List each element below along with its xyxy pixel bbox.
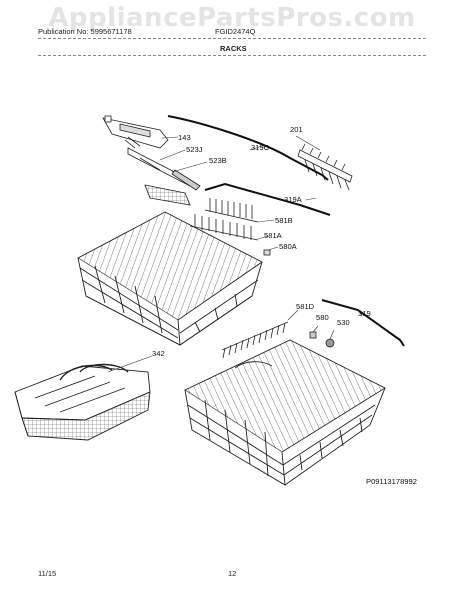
clip-assembly-part <box>297 143 353 191</box>
callout-523j: 523J <box>186 145 203 154</box>
site-watermark: AppliancePartsPros.com <box>48 3 416 33</box>
model-number: FGID2474Q <box>215 27 256 36</box>
rail-319-part <box>321 299 405 347</box>
upper-rack-basket-part <box>77 211 263 346</box>
figure-id: P09113178992 <box>366 477 417 486</box>
rail-319a-part <box>204 182 331 216</box>
lower-rack-basket-part <box>184 339 386 486</box>
title-divider <box>38 55 426 56</box>
publication-number: Publication No: 5995671178 <box>38 27 132 36</box>
tine-row-581d-part <box>221 321 289 359</box>
clip-580-part <box>309 331 317 339</box>
callout-530: 530 <box>337 318 350 327</box>
clip-580a-part <box>263 249 271 256</box>
callout-580: 580 <box>316 313 329 322</box>
callout-581b: 581B <box>275 216 293 225</box>
footer-page-number: 12 <box>228 569 237 578</box>
section-title: RACKS <box>220 44 247 53</box>
callout-319a: 319A <box>284 195 303 204</box>
callout-319: 319 <box>358 309 371 318</box>
rail-319c-part <box>167 115 329 181</box>
footer-date: 11/15 <box>38 569 57 578</box>
adjuster-bracket-part <box>102 115 169 149</box>
header-divider <box>38 38 426 39</box>
callout-201: 201 <box>290 125 303 134</box>
callout-319c: 319C <box>251 143 270 152</box>
tine-row-581a-part <box>189 214 259 241</box>
wheel-530-part <box>325 338 335 348</box>
clip-tray-part <box>144 184 191 206</box>
rack-rail-part <box>127 147 201 191</box>
callout-143: 143 <box>178 133 191 142</box>
callout-523b: 523B <box>209 156 227 165</box>
cutlery-basket-part <box>14 363 151 441</box>
callout-leaders <box>107 135 363 373</box>
callout-581d: 581D <box>296 302 315 311</box>
callout-580a: 580A <box>279 242 298 251</box>
callout-581a: 581A <box>264 231 283 240</box>
tine-row-581b-part <box>204 198 259 223</box>
callout-342: 342 <box>152 349 165 358</box>
